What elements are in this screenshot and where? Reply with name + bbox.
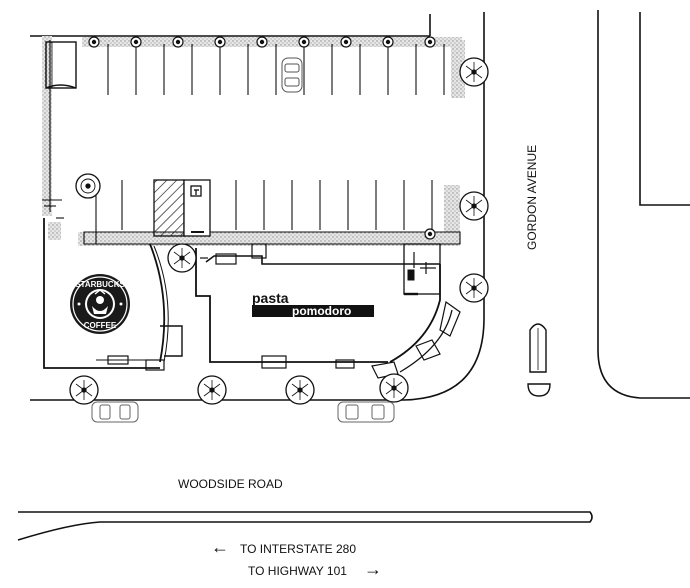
starbucks-logo: STARBUCKS COFFEE: [70, 274, 130, 334]
arrow-right-icon: →: [364, 559, 382, 579]
north-shrubs: [88, 36, 436, 240]
highway-101-label: TO HIGHWAY 101: [248, 564, 347, 578]
interstate-280-label: TO INTERSTATE 280: [240, 542, 356, 556]
pasta-wordmark: pasta: [252, 290, 289, 306]
street-trees: [69, 57, 489, 405]
street-cars: [91, 401, 395, 423]
retail-building: [43, 218, 461, 379]
parked-car: [281, 57, 303, 93]
gordon-avenue-label: GORDON AVENUE: [525, 145, 539, 250]
trash-enclosure: [45, 41, 77, 89]
arrow-left-icon: ←: [211, 537, 229, 557]
median-island: [527, 323, 551, 397]
utility-building: [153, 179, 211, 237]
paving-strips: [42, 36, 465, 246]
svg-text:COFFEE: COFFEE: [84, 321, 117, 330]
curb-lines: [17, 10, 690, 541]
woodside-road-label: WOODSIDE ROAD: [178, 477, 283, 491]
pomodoro-wordmark: pomodoro: [292, 304, 351, 318]
pasta-pomodoro-logo: pasta pomodoro: [252, 290, 374, 318]
starbucks-logo-text: STARBUCKS: [75, 280, 125, 289]
parking-lot: [42, 40, 461, 245]
